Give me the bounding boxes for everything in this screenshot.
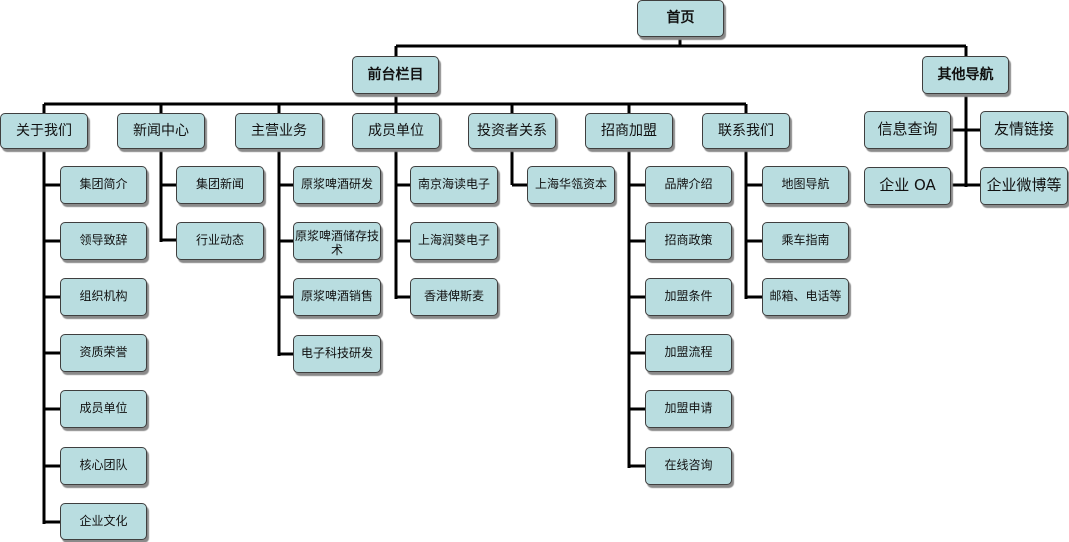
leaf-contact-0[interactable]: 地图导航 (762, 166, 849, 204)
leaf-about-5[interactable]: 核心团队 (60, 447, 147, 485)
leaf-franchise-2[interactable]: 加盟条件 (645, 278, 732, 316)
node-news-center[interactable]: 新闻中心 (117, 113, 205, 149)
node-friend-links[interactable]: 友情链接 (980, 111, 1068, 149)
leaf-business-2[interactable]: 原浆啤酒销售 (293, 278, 381, 316)
node-info-query[interactable]: 信息查询 (864, 111, 951, 149)
node-member-units[interactable]: 成员单位 (352, 113, 440, 149)
leaf-franchise-3[interactable]: 加盟流程 (645, 334, 732, 372)
leaf-about-1[interactable]: 领导致辞 (60, 222, 147, 260)
leaf-members-2[interactable]: 香港俾斯麦 (410, 278, 498, 316)
leaf-franchise-1[interactable]: 招商政策 (645, 222, 732, 260)
leaf-about-4[interactable]: 成员单位 (60, 390, 147, 428)
leaf-news-1[interactable]: 行业动态 (176, 222, 264, 260)
leaf-franchise-5[interactable]: 在线咨询 (645, 447, 732, 485)
node-front-columns[interactable]: 前台栏目 (352, 56, 439, 94)
leaf-franchise-4[interactable]: 加盟申请 (645, 390, 732, 428)
leaf-business-3[interactable]: 电子科技研发 (293, 335, 381, 373)
node-franchise[interactable]: 招商加盟 (585, 113, 673, 149)
leaf-investor-0[interactable]: 上海华瓴资本 (527, 166, 615, 204)
leaf-about-3[interactable]: 资质荣誉 (60, 334, 147, 372)
node-other-nav[interactable]: 其他导航 (922, 56, 1009, 94)
leaf-franchise-0[interactable]: 品牌介绍 (645, 166, 732, 204)
node-home[interactable]: 首页 (637, 0, 724, 37)
node-investor-relations[interactable]: 投资者关系 (468, 113, 556, 149)
leaf-contact-2[interactable]: 邮箱、电话等 (762, 278, 849, 316)
leaf-news-0[interactable]: 集团新闻 (176, 166, 264, 204)
leaf-business-1[interactable]: 原浆啤酒储存技术 (293, 222, 381, 260)
leaf-members-1[interactable]: 上海润葵电子 (410, 222, 498, 260)
leaf-business-0[interactable]: 原浆啤酒研发 (293, 166, 381, 204)
node-main-business[interactable]: 主营业务 (235, 113, 323, 149)
node-enterprise-weibo[interactable]: 企业微博等 (980, 167, 1068, 205)
leaf-contact-1[interactable]: 乘车指南 (762, 222, 849, 260)
leaf-about-6[interactable]: 企业文化 (60, 503, 147, 540)
leaf-about-0[interactable]: 集团简介 (60, 166, 147, 204)
node-enterprise-oa[interactable]: 企业 OA (864, 167, 951, 205)
leaf-about-2[interactable]: 组织机构 (60, 278, 147, 316)
node-about-us[interactable]: 关于我们 (0, 113, 88, 149)
node-contact-us[interactable]: 联系我们 (702, 113, 790, 149)
leaf-members-0[interactable]: 南京海读电子 (410, 166, 498, 204)
